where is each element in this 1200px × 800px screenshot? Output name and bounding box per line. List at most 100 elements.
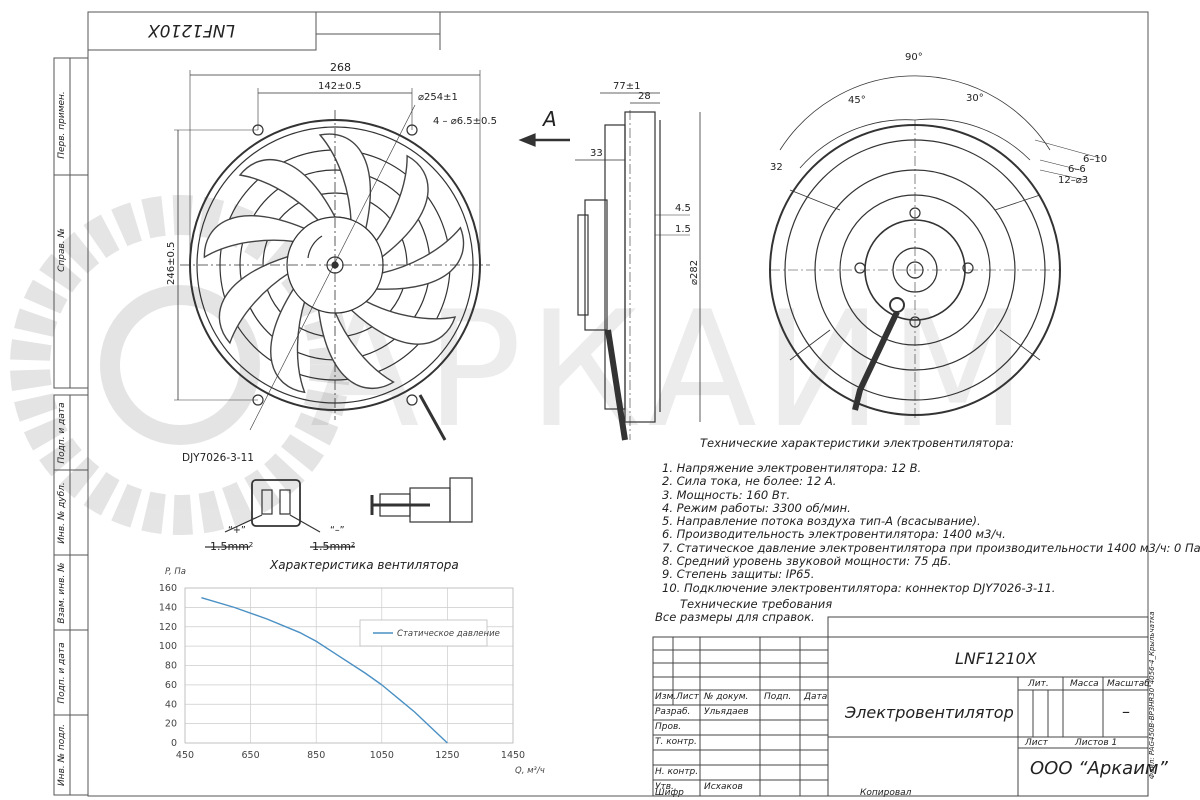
tb-hdr-doc: № докум. xyxy=(704,692,749,702)
wire-plus: 1.5mm² xyxy=(210,540,253,553)
stamp-inv-podl: Инв. № подл. xyxy=(57,723,67,787)
requirements-title: Технические требования xyxy=(680,597,833,611)
chart-legend-label: Статическое давление xyxy=(397,629,500,639)
dim-254: ⌀254±1 xyxy=(418,92,458,103)
tb-tkontr-label: Т. контр. xyxy=(655,737,697,747)
tb-utv-label: Утв. xyxy=(655,782,674,792)
dim-6-6: 6–6 xyxy=(1068,164,1086,175)
spec-item: 8. Средний уровень звуковой мощности: 75… xyxy=(662,554,952,569)
back-view xyxy=(769,75,1101,420)
spec-item: 5. Направление потока воздуха тип-А (вса… xyxy=(662,514,981,529)
chart-y-tick-label: 160 xyxy=(159,583,177,594)
dim-246: 246±0.5 xyxy=(166,242,177,285)
chart-x-tick-label: 450 xyxy=(176,750,194,761)
tb-hdr-list: Лист xyxy=(676,692,699,702)
chart-y-tick-label: 80 xyxy=(165,661,177,672)
watermark-logo xyxy=(10,195,350,535)
stamp-perv-primen: Перв. примен. xyxy=(57,91,67,159)
chart-x-tick-label: 1450 xyxy=(501,750,525,761)
tb-lit: Лит. xyxy=(1028,679,1049,689)
dim-30deg: 30° xyxy=(966,93,984,104)
stamp-podp-data-2: Подп. и дата xyxy=(57,642,67,704)
chart-y-tick-label: 0 xyxy=(171,738,177,749)
tb-listov: Листов 1 xyxy=(1075,738,1118,748)
dim-1-5: 1.5 xyxy=(675,224,691,235)
title-box: LNF1210X xyxy=(148,20,235,40)
chart-title: Характеристика вентилятора xyxy=(269,558,459,572)
dim-282: ⌀282 xyxy=(689,260,700,285)
chart-series-line xyxy=(201,597,448,744)
dim-268: 268 xyxy=(330,61,351,74)
tb-format: Шифр xyxy=(655,788,684,798)
chart-x-tick-label: 1050 xyxy=(370,750,394,761)
view-arrow-label: А xyxy=(541,107,557,131)
side-view xyxy=(518,92,701,441)
chart-y-tick-label: 40 xyxy=(165,699,177,710)
dim-32: 32 xyxy=(770,162,783,173)
chart-y-axis-label: P, Па xyxy=(165,567,186,577)
tb-razrab-name: Ульядаев xyxy=(704,707,749,717)
tb-razrab-label: Разраб. xyxy=(655,707,691,717)
stamp-inv-dubl: Инв. № дубл. xyxy=(57,482,67,544)
chart-x-tick-label: 650 xyxy=(242,750,260,761)
chart-y-tick-label: 20 xyxy=(165,719,177,730)
spec-item: 1. Напряжение электровентилятора: 12 В. xyxy=(662,461,922,475)
tb-masshtab-value: – xyxy=(1122,702,1130,721)
tb-nkontr-label: Н. контр. xyxy=(655,767,699,777)
tb-file-label: Файл: PAG450В-ВР3НR30°4056-4_Крыльчатка xyxy=(1148,611,1156,779)
dim-holes: 4 – ⌀6.5±0.5 xyxy=(433,116,497,127)
sheet-frame xyxy=(53,11,1149,797)
dim-33: 33 xyxy=(590,148,603,159)
tb-massa: Масса xyxy=(1070,679,1099,689)
dim-45deg: 45° xyxy=(848,95,866,106)
specs-title: Технические характеристики электровентил… xyxy=(700,436,1014,450)
tb-hdr-izm: Изм. xyxy=(655,692,677,702)
spec-item: 6. Производительность электровентилятора… xyxy=(662,527,1006,542)
dim-6-10: 6–10 xyxy=(1083,154,1107,165)
title-block-frame xyxy=(652,616,1149,797)
spec-item: 2. Сила тока, не более: 12 А. xyxy=(662,474,837,489)
spec-item: 3. Мощность: 160 Вт. xyxy=(662,487,791,502)
connector-minus: “–” xyxy=(330,525,345,536)
chart-plot-area xyxy=(184,587,514,744)
requirements-text: Все размеры для справок. xyxy=(655,610,815,624)
connector-plus: “+” xyxy=(228,525,246,536)
tb-hdr-date: Дата xyxy=(804,692,828,702)
chart-x-tick-label: 850 xyxy=(307,750,325,761)
stamp-sprav: Справ. № xyxy=(57,228,67,272)
tb-masshtab: Масштаб xyxy=(1107,679,1150,689)
tb-utv-name: Исхаков xyxy=(704,782,743,792)
dim-142: 142±0.5 xyxy=(318,81,361,92)
tb-hdr-podp: Подп. xyxy=(764,692,792,702)
dim-90deg: 90° xyxy=(905,52,923,63)
chart-y-tick-label: 100 xyxy=(159,641,177,652)
wire-minus: 1.5mm² xyxy=(312,540,355,553)
stamp-vzam-inv: Взам. инв. № xyxy=(57,562,67,624)
spec-item: 7. Статическое давление электровентилято… xyxy=(662,540,1200,555)
tb-designation: LNF1210X xyxy=(955,649,1037,668)
dim-4-5: 4.5 xyxy=(675,203,691,214)
spec-item: 4. Режим работы: 3300 об/мин. xyxy=(662,500,851,515)
tb-list: Лист xyxy=(1025,738,1048,748)
chart: 0 20 40 60 80 100 120 140 160 450 650 850 1050 1250 14… xyxy=(159,567,545,776)
connector-drawing xyxy=(205,477,473,548)
stamp-podp-data-1: Подп. и дата xyxy=(57,402,67,464)
tb-copied: Копировал xyxy=(860,788,912,798)
tb-company: ООО “Аркаим” xyxy=(1030,758,1168,779)
chart-x-tick-label: 1250 xyxy=(435,750,459,761)
chart-y-tick-label: 120 xyxy=(159,622,177,633)
tb-name: Электровентилятор xyxy=(845,703,1014,722)
chart-y-tick-label: 140 xyxy=(159,602,177,613)
specs-list: 1. Напряжение электровентилятора: 12 В. … xyxy=(662,461,1200,595)
dim-28: 28 xyxy=(638,91,651,102)
spec-item: 10. Подключение электровентилятора: конн… xyxy=(662,580,1056,595)
chart-x-axis-label: Q, м³/ч xyxy=(515,766,545,776)
tb-prov-label: Пров. xyxy=(655,722,682,732)
front-view xyxy=(174,70,490,441)
chart-y-tick-label: 60 xyxy=(165,680,177,691)
dim-12-holes: 12–⌀3 xyxy=(1058,175,1088,186)
dim-77: 77±1 xyxy=(613,81,640,92)
spec-item: 9. Степень защиты: IP65. xyxy=(662,567,815,582)
connector-name: DJY7026-3-11 xyxy=(182,452,254,464)
